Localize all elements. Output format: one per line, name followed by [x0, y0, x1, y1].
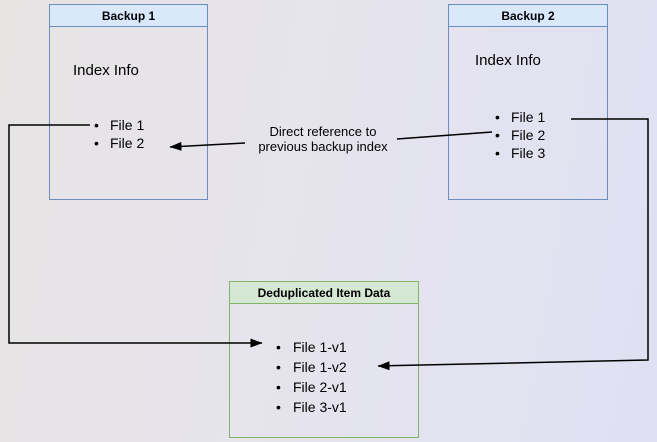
backup1-file-1: File 1	[110, 117, 145, 133]
edge-annotation: Direct reference to previous backup inde…	[241, 124, 405, 154]
dedup-item-3: File 2-v1	[293, 379, 347, 395]
dedup-container: Deduplicated Item Data	[229, 281, 419, 438]
backup1-container: Backup 1	[49, 4, 208, 200]
edge-annotation-line2: previous backup index	[258, 139, 388, 154]
bullet-icon: •	[276, 379, 281, 395]
backup1-file-2: File 2	[110, 135, 145, 151]
list-item: • File 3	[495, 144, 545, 162]
bullet-icon: •	[495, 127, 500, 143]
backup1-title: Backup 1	[50, 5, 207, 27]
backup2-file-2: File 2	[511, 127, 546, 143]
bullet-icon: •	[495, 145, 500, 161]
backup2-index-info-label: Index Info	[475, 52, 541, 69]
dedup-item-2: File 1-v2	[293, 359, 347, 375]
list-item: • File 3-v1	[276, 397, 347, 417]
bullet-icon: •	[276, 339, 281, 355]
dedup-title: Deduplicated Item Data	[230, 282, 418, 304]
backup2-file-1: File 1	[511, 109, 546, 125]
bullet-icon: •	[276, 399, 281, 415]
dedup-item-1: File 1-v1	[293, 339, 347, 355]
backup2-container: Backup 2	[448, 4, 608, 200]
list-item: • File 2-v1	[276, 377, 347, 397]
backup1-index-info-label: Index Info	[73, 62, 139, 79]
list-item: • File 2	[94, 134, 144, 152]
bullet-icon: •	[495, 109, 500, 125]
backup2-title: Backup 2	[449, 5, 607, 27]
dedup-item-list: • File 1-v1 • File 1-v2 • File 2-v1 • Fi…	[276, 337, 347, 417]
list-item: • File 2	[495, 126, 545, 144]
backup2-file-list: • File 1 • File 2 • File 3	[495, 108, 545, 162]
list-item: • File 1-v2	[276, 357, 347, 377]
list-item: • File 1	[94, 116, 144, 134]
dedup-item-4: File 3-v1	[293, 399, 347, 415]
bullet-icon: •	[94, 117, 99, 133]
list-item: • File 1-v1	[276, 337, 347, 357]
backup1-file-list: • File 1 • File 2	[94, 116, 144, 152]
edge-annotation-line1: Direct reference to	[269, 124, 377, 139]
bullet-icon: •	[94, 135, 99, 151]
bullet-icon: •	[276, 359, 281, 375]
backup2-file-3: File 3	[511, 145, 546, 161]
list-item: • File 1	[495, 108, 545, 126]
